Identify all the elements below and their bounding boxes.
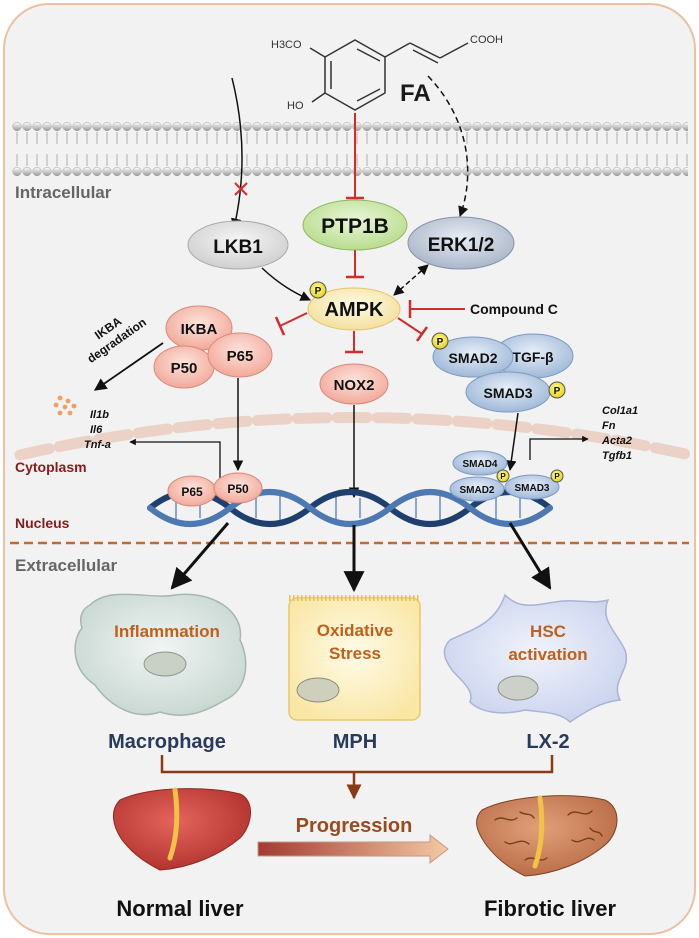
normal-liver-label: Normal liver [116,896,244,921]
activation-label: activation [508,645,587,664]
p65-nuclear-label: P65 [181,485,203,499]
fa-to-lkb1-arrow [230,77,243,230]
smad4-nuclear-label: SMAD4 [462,459,497,470]
erk-node [407,216,515,270]
degradation-fragments [53,395,77,416]
ampk-inhibits-smad [397,317,423,335]
inflammatory-gene-arrow [129,438,221,488]
smad2-nuclear-phospho-label: P [500,472,506,481]
lx2-label: LX-2 [526,731,569,753]
nucleus-label: Nucleus [15,515,70,531]
stress-label: Stress [329,644,381,663]
smad3-nuclear-node [504,474,560,500]
mph-label: MPH [333,731,377,753]
smad3-phospho-badge [548,381,566,399]
p65-label: P65 [227,348,254,365]
lkb1-to-ampk-arrow [261,267,311,301]
smad2-node [432,336,514,378]
smad2-nuclear-label: SMAD2 [459,485,494,496]
methoxy-label: H3CO [271,39,302,51]
smad3-label: SMAD3 [483,385,532,401]
gene-acta2: Acta2 [601,435,632,447]
smad3-phospho-label: P [554,386,561,397]
ikba-degradation-arrow [93,342,164,391]
ampk-phospho-label: P [315,286,322,297]
smad2-label: SMAD2 [448,350,497,366]
smad3-nuclear-phospho [550,469,564,483]
dna-to-macrophage-arrow [170,522,230,590]
p50-nuclear-node [213,472,263,504]
ampk-phospho-badge [309,281,327,299]
lkb1-label: LKB1 [213,237,263,258]
carboxyl-label: COOH [470,34,503,46]
fibrotic-liver-label: Fibrotic liver [484,896,616,921]
compound-c-label: Compound C [470,301,558,317]
smad3-nuclear-phospho-label: P [554,472,560,481]
cell-membrane [12,120,688,178]
progression-arrow [257,833,449,865]
mph-nucleus [296,677,340,703]
ampk-node [307,287,401,331]
ikba-label: IKBA [181,321,218,338]
inflammation-label: Inflammation [114,622,220,641]
erk-label: ERK1/2 [428,235,495,256]
gene-tgfb1: Tgfb1 [602,450,632,462]
macrophage-label: Macrophage [108,731,226,753]
hsc-label: HSC [530,622,566,641]
smad-translocation-arrow [506,412,519,472]
gene-il1b: Il1b [90,409,109,421]
hydroxyl-label: HO [287,100,304,112]
smad2-phospho-badge [431,332,449,350]
ampk-smad-bar [415,326,429,342]
smad4-nuclear-node [452,450,508,476]
dna-strand-2 [147,489,553,527]
tgfb-label: TGF-β [512,349,554,365]
lkb1-node [187,220,289,270]
lkb1-block-x [234,182,248,196]
fa-to-erk-arrow [427,75,469,217]
ferulic-acid-structure [309,39,469,111]
smad2-phospho-label: P [437,337,444,348]
lx2-nucleus [497,675,539,701]
gene-fn: Fn [602,420,616,432]
ampk-inhibits-nfkb [279,312,308,327]
macrophage-nucleus [143,651,187,677]
oxidative-label: Oxidative [317,621,394,640]
smad3-nuclear-label: SMAD3 [514,483,549,494]
cytoplasm-label: Cytoplasm [15,459,87,475]
progression-label: Progression [296,815,413,837]
lx2-cell [443,593,628,723]
dna-to-lx2-arrow [508,522,552,590]
fibrotic-gene-arrow [529,435,589,460]
nuclear-envelope [14,412,696,461]
normal-liver [113,788,251,871]
gene-il6: Il6 [90,424,103,436]
fa-label: FA [400,80,431,107]
p65-node [207,332,273,378]
smad2-nuclear-phospho [496,469,510,483]
smad2-nuclear-node [449,476,505,502]
nox2-node [319,363,389,405]
dna-strand-1 [147,489,553,527]
extracellular-label: Extracellular [15,556,117,575]
fibrotic-liver-ligament [532,795,545,869]
normal-liver-ligament [167,787,180,861]
p50-nuclear-label: P50 [227,482,249,496]
convergence-bracket [160,755,554,774]
gene-col1a1: Col1a1 [602,405,638,417]
ptp1b-label: PTP1B [321,215,389,238]
nox2-label: NOX2 [334,377,375,394]
dna-helix [147,489,553,527]
intracellular-label: Intracellular [15,183,112,202]
ampk-nfkb-bar [274,316,286,336]
fibrotic-liver [476,795,618,877]
p50-label: P50 [171,360,198,377]
gene-tnfa: Tnf-a [84,439,111,451]
ampk-label: AMPK [325,299,384,321]
